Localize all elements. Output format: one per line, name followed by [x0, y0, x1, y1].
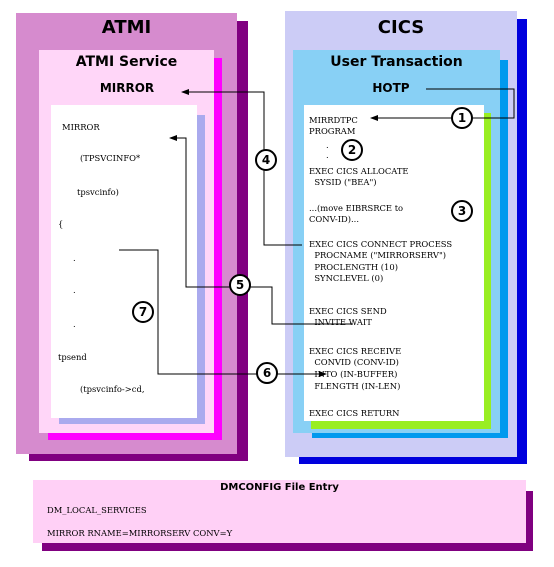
cics-code-line: FLENGTH (IN-LEN) — [309, 381, 401, 391]
atmi-code-line: . — [73, 285, 76, 295]
cics-code-line: MIRRDTPC — [309, 115, 358, 125]
dmconfig-panel — [33, 480, 526, 543]
cics-transaction-title: User Transaction — [330, 54, 463, 70]
atmi-code-line: tpsend — [58, 352, 87, 362]
cics-code-line: SYSID ("BEA") — [309, 177, 377, 187]
atmi-code-panel — [51, 105, 197, 418]
atmi-title: ATMI — [101, 17, 152, 38]
dmconfig-line: MIRROR RNAME=MIRRORSERV CONV=Y — [47, 528, 233, 538]
atmi-code-line: . — [73, 253, 76, 263]
arrow-step-1 — [370, 88, 515, 121]
atmi-service-title: ATMI Service — [75, 54, 178, 70]
cics-code-line: EXEC CICS SEND — [309, 306, 387, 316]
dmconfig-line: DM_LOCAL_SERVICES — [47, 505, 147, 515]
cics-code-line: EXEC CICS RETURN — [309, 408, 400, 418]
atmi-code-line: tpsvcinfo) — [77, 187, 119, 197]
dmconfig-title: DMCONFIG File Entry — [220, 482, 339, 493]
cics-code-line: CONV-ID)... — [309, 214, 359, 224]
cics-code-line: PROCLENGTH (10) — [309, 262, 398, 272]
cics-code-line: EXEC CICS ALLOCATE — [309, 166, 409, 176]
step-marker-4: 4 — [255, 149, 277, 171]
cics-code-line: EXEC CICS RECEIVE — [309, 346, 402, 356]
step-marker-3: 3 — [451, 200, 473, 222]
atmi-code-line: (tpsvcinfo->cd, — [80, 384, 145, 394]
atmi-code-line: . — [73, 319, 76, 329]
arrow-step-4 — [181, 89, 302, 246]
cics-code-line: EXEC CICS CONNECT PROCESS — [309, 239, 453, 249]
step-marker-6: 6 — [256, 362, 278, 384]
atmi-mirror-label: MIRROR — [99, 81, 155, 95]
step-marker-7: 7 — [132, 301, 154, 323]
cics-code-line: INVITE WAIT — [309, 317, 372, 327]
step-marker-5: 5 — [229, 274, 251, 296]
cics-code-line: PROGRAM — [309, 126, 356, 136]
atmi-code-line: { — [58, 219, 64, 229]
step-marker-1: 1 — [451, 107, 473, 129]
cics-code-panel — [304, 105, 484, 421]
atmi-code-line: MIRROR — [62, 122, 100, 132]
cics-title: CICS — [377, 17, 425, 38]
cics-code-line: PROCNAME ("MIRRORSERV") — [309, 250, 447, 260]
cics-code-line: . — [326, 150, 329, 160]
cics-code-line: . — [326, 140, 329, 150]
cics-code-line: ...(move EIBRSRCE to — [309, 203, 404, 213]
cics-code-line: CONVID (CONV-ID) — [309, 357, 399, 367]
cics-hotp-label: HOTP — [372, 81, 410, 95]
arrow-step-6 — [119, 249, 327, 377]
atmi-code-line: (TPSVCINFO* — [80, 153, 141, 163]
cics-code-line: SYNCLEVEL (0) — [309, 273, 384, 283]
step-marker-2: 2 — [341, 139, 363, 161]
